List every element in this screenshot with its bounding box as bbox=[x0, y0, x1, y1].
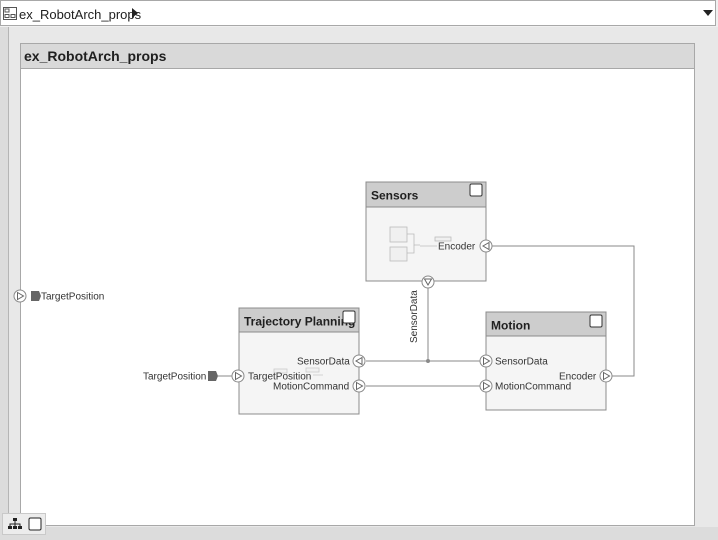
inport-label: TargetPosition bbox=[143, 372, 206, 383]
port-targetposition-in[interactable] bbox=[231, 369, 245, 383]
port-motioncommand-in[interactable] bbox=[479, 379, 493, 393]
canvas-header: ex_RobotArch_props bbox=[21, 44, 694, 69]
thumbnail-preview bbox=[273, 367, 323, 376]
component-title: Trajectory Planning bbox=[244, 315, 355, 329]
component-trajectory-planning[interactable]: Trajectory Planning SensorData TargetPos… bbox=[231, 307, 366, 415]
port-sensordata-in[interactable] bbox=[352, 354, 366, 368]
hierarchy-icon[interactable] bbox=[7, 517, 23, 531]
stereotype-box-icon[interactable] bbox=[342, 310, 356, 324]
port-label-sensordata: SensorData bbox=[297, 357, 350, 368]
port-tag-icon bbox=[208, 371, 218, 381]
left-palette-strip bbox=[0, 27, 9, 540]
wire-label-sensordata: SensorData bbox=[409, 290, 420, 343]
port-label-motioncommand: MotionCommand bbox=[495, 382, 571, 393]
component-motion[interactable]: Motion SensorData MotionCommand Encoder bbox=[479, 311, 613, 411]
port-label-encoder: Encoder bbox=[438, 242, 476, 253]
canvas-title: ex_RobotArch_props bbox=[24, 48, 167, 64]
canvas-bottom-toolbar bbox=[2, 513, 46, 535]
port-sensordata-out[interactable] bbox=[421, 275, 435, 289]
port-label-sensordata: SensorData bbox=[495, 357, 548, 368]
inport-targetposition[interactable]: TargetPosition bbox=[143, 371, 218, 383]
port-label-motioncommand: MotionCommand bbox=[273, 382, 349, 393]
component-title: Motion bbox=[491, 319, 530, 333]
fit-view-icon[interactable] bbox=[27, 517, 43, 531]
root-port-targetposition[interactable]: TargetPosition bbox=[13, 289, 104, 303]
wire-encoder[interactable] bbox=[492, 245, 635, 377]
branch-point bbox=[426, 359, 430, 363]
architecture-canvas[interactable]: ex_RobotArch_props bbox=[20, 43, 695, 526]
breadcrumb-model[interactable]: ex_RobotArch_props bbox=[19, 7, 142, 22]
stereotype-box-icon[interactable] bbox=[469, 183, 483, 197]
port-encoder-out[interactable] bbox=[479, 239, 493, 253]
port-tag-icon bbox=[31, 291, 41, 301]
port-label-encoder: Encoder bbox=[559, 372, 597, 383]
breadcrumb-bar: ex_RobotArch_props bbox=[0, 0, 716, 26]
chevron-down-icon[interactable] bbox=[703, 10, 713, 16]
thumbnail-preview bbox=[389, 226, 452, 262]
breadcrumb-expand-icon[interactable] bbox=[132, 8, 138, 18]
bottom-status-strip bbox=[0, 527, 718, 540]
stereotype-box-icon[interactable] bbox=[589, 314, 603, 328]
component-title: Sensors bbox=[371, 189, 419, 203]
port-encoder-in[interactable] bbox=[599, 369, 613, 383]
port-motioncommand-out[interactable] bbox=[352, 379, 366, 393]
root-port-label: TargetPosition bbox=[41, 292, 104, 303]
port-sensordata-in[interactable] bbox=[479, 354, 493, 368]
model-icon bbox=[3, 7, 17, 20]
port-label-targetposition: TargetPosition bbox=[248, 372, 311, 383]
component-sensors[interactable]: Sensors Encoder bbox=[365, 181, 493, 289]
connector-wires bbox=[218, 245, 635, 387]
